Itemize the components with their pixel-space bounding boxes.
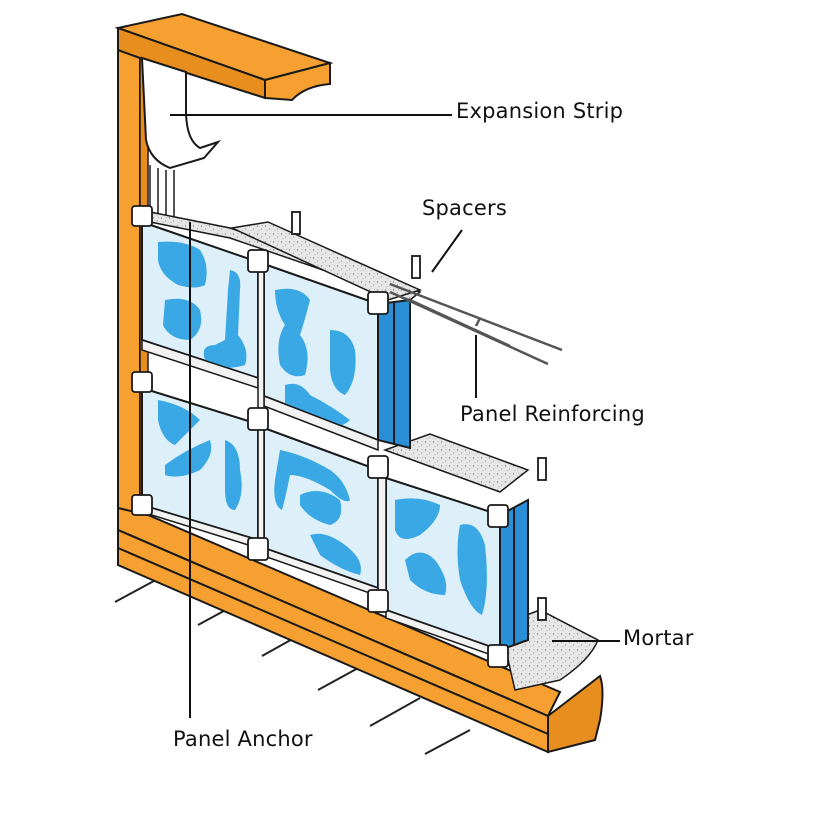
label-panel-anchor: Panel Anchor [173, 727, 313, 751]
label-panel-reinforcing: Panel Reinforcing [460, 402, 645, 426]
expansion-strip [140, 56, 222, 222]
spacer-clip [247, 249, 269, 273]
spacer-clip [131, 494, 153, 516]
glass-patterns [158, 241, 487, 615]
panel-reinforcing-wires [389, 282, 563, 366]
spacer-clip [131, 371, 153, 393]
leader-spacers [431, 229, 463, 273]
mortar-top-block [229, 221, 423, 301]
label-mortar: Mortar [623, 626, 694, 650]
spacer-clip [247, 537, 269, 561]
spacer-clip [487, 644, 509, 668]
spacer-clip [131, 205, 153, 227]
spacer-clips [131, 205, 547, 668]
mortar-middle-step [382, 433, 530, 493]
spacer-clip [367, 455, 389, 479]
label-expansion-strip: Expansion Strip [456, 99, 624, 123]
spacer-clip [487, 504, 509, 528]
wall-head [114, 12, 334, 102]
spacer-clip [367, 291, 389, 315]
wall-sill [117, 506, 604, 754]
spacer-upright [537, 457, 547, 481]
spacer-upright [411, 255, 421, 279]
spacer-upright [291, 211, 301, 235]
leader-lines [170, 114, 620, 718]
spacer-clip [247, 407, 269, 431]
spacer-upright [537, 597, 547, 621]
spacer-clip [367, 589, 389, 613]
label-spacers: Spacers [422, 196, 507, 220]
